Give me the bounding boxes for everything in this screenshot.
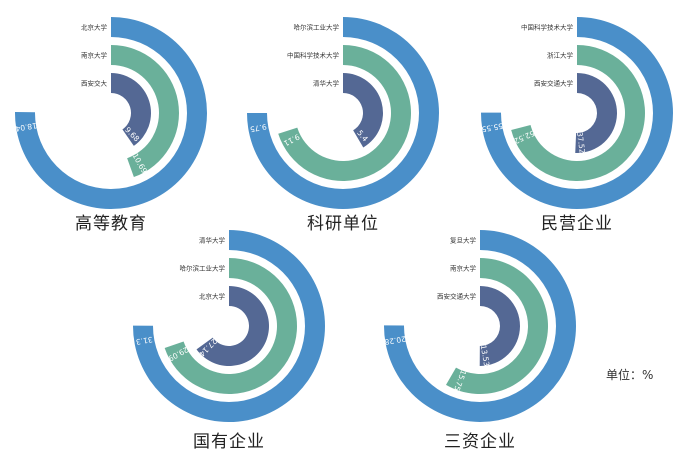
category-label: 清华大学 xyxy=(313,79,340,88)
radial-bar xyxy=(111,73,151,146)
category-label: 南京大学 xyxy=(81,51,108,60)
category-label: 中国科学技术大学 xyxy=(287,51,340,60)
radial-bar xyxy=(479,286,520,366)
chart-title-foreign-enterprises: 三资企业 xyxy=(444,432,516,452)
chart-title-private-enterprises: 民营企业 xyxy=(541,214,613,234)
value-label: 31.3 xyxy=(135,335,153,347)
category-label: 北京大学 xyxy=(199,292,226,301)
value-label: 13.53 xyxy=(479,344,491,367)
radial-bar xyxy=(446,258,548,394)
category-label: 北京大学 xyxy=(81,23,108,32)
radial-bar xyxy=(278,45,411,182)
category-label: 哈尔滨工业大学 xyxy=(294,23,340,32)
value-label: 18.04 xyxy=(15,121,38,133)
chart-title-state-owned-enterprises: 国有企业 xyxy=(193,432,265,452)
category-label: 西安交大 xyxy=(81,79,108,88)
unit-label: 单位：% xyxy=(606,368,654,382)
category-label: 哈尔滨工业大学 xyxy=(180,264,226,273)
category-label: 复旦大学 xyxy=(450,236,477,245)
category-label: 浙江大学 xyxy=(547,51,574,60)
radial-bar xyxy=(343,73,383,148)
value-label: 37.52 xyxy=(575,132,587,155)
radial-bar xyxy=(164,258,297,395)
category-label: 西安交通大学 xyxy=(534,79,574,88)
category-label: 南京大学 xyxy=(450,264,477,273)
value-label: 9.75 xyxy=(249,122,267,134)
value-label: 55.55 xyxy=(481,121,504,134)
category-label: 清华大学 xyxy=(199,236,226,245)
chart-title-research-institutes: 科研单位 xyxy=(307,214,379,234)
chart-title-higher-education: 高等教育 xyxy=(75,214,147,234)
value-label: 20.28 xyxy=(384,334,407,346)
radial-bar xyxy=(575,73,617,153)
category-label: 西安交通大学 xyxy=(437,292,477,301)
category-label: 中国科学技术大学 xyxy=(521,23,574,32)
radial-bar xyxy=(196,286,269,366)
radial-bar xyxy=(111,45,180,178)
radial-bar xyxy=(511,45,645,181)
